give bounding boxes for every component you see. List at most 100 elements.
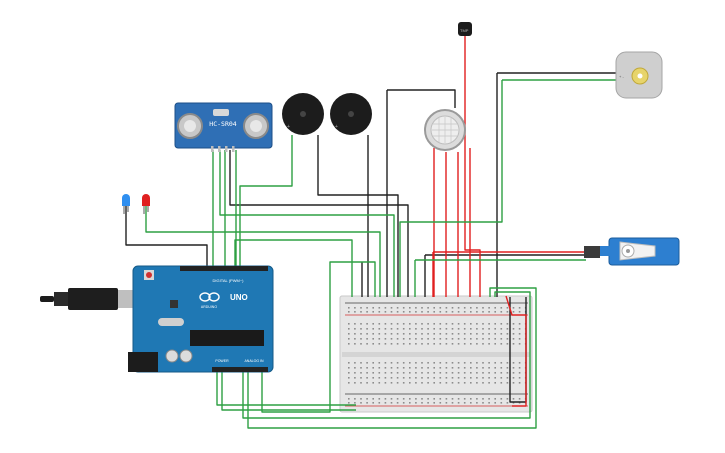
breadboard-hole	[360, 338, 362, 340]
breadboard-hole	[445, 402, 448, 404]
breadboard-hole	[512, 338, 515, 340]
breadboard-hole	[488, 323, 490, 325]
breadboard-hole	[512, 307, 515, 309]
breadboard-hole	[378, 398, 381, 400]
breadboard-hole	[445, 307, 448, 309]
breadboard-hole	[451, 377, 454, 379]
breadboard-hole	[384, 402, 387, 404]
breadboard-hole	[354, 311, 356, 313]
breadboard-hole	[500, 362, 503, 364]
breadboard-hole	[506, 311, 509, 313]
breadboard-hole	[409, 398, 411, 400]
breadboard-hole	[396, 382, 399, 384]
breadboard-hole	[463, 377, 466, 379]
breadboard-hole	[439, 311, 442, 313]
breadboard-hole	[409, 382, 411, 384]
breadboard-hole	[463, 328, 466, 330]
breadboard-hole	[421, 323, 423, 325]
breadboard-hole	[488, 333, 490, 335]
breadboard-hole	[463, 333, 466, 335]
breadboard-hole	[372, 323, 374, 325]
breadboard-hole	[360, 377, 362, 379]
breadboard-hole	[476, 343, 478, 345]
breadboard-hole	[415, 333, 417, 335]
breadboard-hole	[488, 338, 490, 340]
breadboard-hole	[457, 382, 460, 384]
breadboard-hole	[506, 367, 509, 369]
breadboard-hole	[439, 382, 442, 384]
breadboard-hole	[390, 382, 393, 384]
breadboard-hole	[457, 323, 460, 325]
breadboard-hole	[476, 382, 478, 384]
breadboard-hole	[402, 338, 405, 340]
breadboard-hole	[390, 343, 393, 345]
breadboard-hole	[445, 372, 448, 374]
breadboard-hole	[390, 307, 393, 309]
breadboard-hole	[372, 333, 374, 335]
breadboard-hole	[500, 338, 503, 340]
breadboard-hole	[470, 323, 472, 325]
breadboard-hole	[488, 362, 490, 364]
breadboard-hole	[445, 367, 448, 369]
breadboard-hole	[482, 402, 484, 404]
breadboard-hole	[512, 333, 515, 335]
led-red[interactable]	[142, 194, 150, 214]
breadboard-hole	[415, 311, 417, 313]
breadboard-hole	[409, 402, 411, 404]
breadboard-hole	[421, 372, 423, 374]
breadboard-hole	[378, 402, 381, 404]
breadboard-hole	[476, 323, 478, 325]
breadboard-hole	[439, 372, 442, 374]
breadboard-hole	[482, 372, 484, 374]
breadboard-hole	[506, 362, 509, 364]
breadboard-hole	[451, 343, 454, 345]
breadboard-hole	[494, 333, 496, 335]
breadboard-hole	[348, 377, 350, 379]
breadboard-hole	[409, 362, 411, 364]
breadboard-hole	[402, 307, 405, 309]
breadboard-hole	[384, 311, 387, 313]
dc-motor[interactable]: + -	[615, 51, 663, 99]
breadboard-hole	[439, 338, 442, 340]
breadboard-hole	[433, 362, 435, 364]
servo[interactable]	[584, 237, 680, 266]
breadboard-hole	[396, 338, 399, 340]
breadboard-hole	[457, 338, 460, 340]
led-blue[interactable]	[122, 194, 130, 214]
breadboard-hole	[439, 362, 442, 364]
buzzer-1[interactable]: +	[282, 93, 324, 135]
breadboard-hole	[390, 323, 393, 325]
breadboard-hole	[396, 402, 399, 404]
breadboard-hole	[488, 377, 490, 379]
breadboard-hole	[384, 338, 387, 340]
temperature-sensor[interactable]: TMP	[458, 22, 472, 36]
breadboard-hole	[390, 402, 393, 404]
breadboard-hole	[506, 377, 509, 379]
breadboard-hole	[354, 362, 356, 364]
breadboard-hole	[360, 307, 362, 309]
breadboard-hole	[445, 362, 448, 364]
gas-sensor[interactable]	[424, 109, 466, 151]
arduino-uno[interactable]: DIGITAL (PWM~) UNO ARDUINO POWER ANALOG …	[128, 265, 274, 373]
breadboard[interactable]	[339, 295, 533, 413]
breadboard-hole	[372, 372, 374, 374]
breadboard-hole	[518, 338, 521, 340]
breadboard-hole	[366, 333, 368, 335]
breadboard-hole	[348, 382, 350, 384]
breadboard-hole	[378, 362, 381, 364]
arduino-digital-label: DIGITAL (PWM~)	[213, 278, 245, 283]
breadboard-hole	[506, 307, 509, 309]
breadboard-hole	[433, 328, 435, 330]
breadboard-hole	[476, 398, 478, 400]
ultrasonic-sensor[interactable]: HC-SR04	[174, 102, 273, 152]
buzzer-2[interactable]: +	[330, 93, 372, 135]
breadboard-hole	[506, 323, 509, 325]
breadboard-hole	[396, 367, 399, 369]
breadboard-hole	[421, 382, 423, 384]
breadboard-hole	[366, 328, 368, 330]
breadboard-hole	[506, 382, 509, 384]
breadboard-hole	[512, 328, 515, 330]
breadboard-hole	[427, 362, 429, 364]
breadboard-hole	[396, 372, 399, 374]
